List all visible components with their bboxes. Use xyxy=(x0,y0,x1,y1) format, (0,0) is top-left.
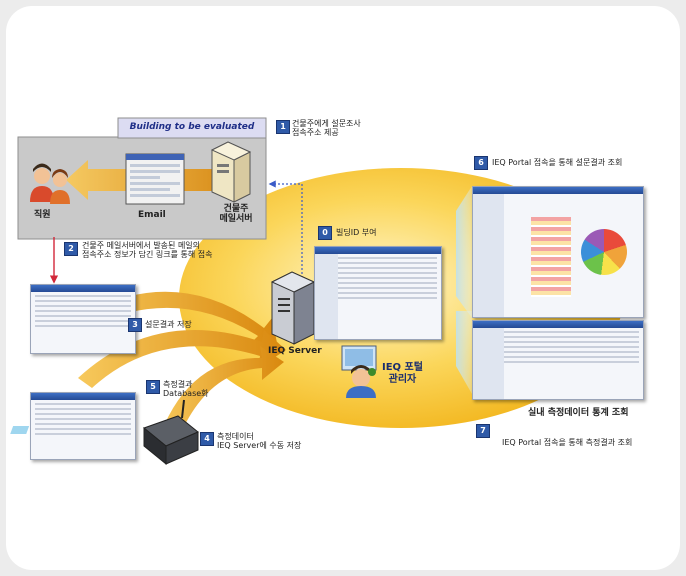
staff-label: 직원 xyxy=(34,210,51,220)
staff-people-graphic xyxy=(30,163,70,204)
survey-pie xyxy=(581,229,627,275)
owner-server-label-line2: 메일서버 xyxy=(219,214,253,225)
step-0-badge: 0 xyxy=(318,226,332,240)
building-box-header xyxy=(117,117,267,139)
step-7-badge: 7 xyxy=(476,424,490,438)
step-4-line1: 측정데이터 xyxy=(217,432,254,441)
portal-admin-label-line2: 관리자 xyxy=(388,373,417,385)
ieq-server-label: IEQ Server xyxy=(268,346,322,356)
portal-stats-screenshot xyxy=(472,320,644,400)
ieq-server-graphic xyxy=(270,271,316,345)
step-5-text: 측정결과 Database화 xyxy=(163,380,209,398)
step-0-text: 빌딩ID 부여 xyxy=(336,228,377,237)
step-6-text: IEQ Portal 접속을 통해 설문결과 조회 xyxy=(492,158,623,167)
survey-bars xyxy=(531,217,571,297)
step-2-line2: 접속주소 정보가 담긴 링크를 통해 접속 xyxy=(82,250,213,260)
email-window-graphic xyxy=(125,153,185,205)
step-5-line1: 측정결과 xyxy=(163,380,193,389)
email-label: Email xyxy=(138,210,166,220)
step-2-badge: 2 xyxy=(64,242,78,256)
step-2-line1: 건물주 메일서버에서 발송된 메일의 xyxy=(82,241,201,250)
step-4-line2: IEQ Server에 수동 저장 xyxy=(217,441,302,451)
owner-server-label-line1: 건물주 xyxy=(223,204,249,214)
portal-survey-screenshot xyxy=(472,186,644,318)
measurement-device-graphic xyxy=(10,399,199,466)
step-1-line2: 접속주소 제공 xyxy=(292,128,339,138)
diagram-canvas: Building to be evaluated 직원 Email 건물주 메일… xyxy=(6,6,680,570)
portal-admin-label-line1: IEQ 포털 xyxy=(382,362,423,373)
step-7-text: IEQ Portal 접속을 통해 측정결과 조회 xyxy=(502,438,633,447)
step-3-badge: 3 xyxy=(128,318,142,332)
step-2-text: 건물주 메일서버에서 발송된 메일의 접속주소 정보가 담긴 링크를 통해 접속 xyxy=(82,241,212,259)
step-4-badge: 4 xyxy=(200,432,214,446)
portal-admin-label: IEQ 포털 관리자 xyxy=(382,362,423,385)
step-5-line2: Database화 xyxy=(163,389,209,399)
indoor-stats-caption: 실내 측정데이터 통계 조회 xyxy=(528,408,629,418)
measurement-data-screenshot xyxy=(30,392,136,460)
building-id-screenshot xyxy=(314,246,442,340)
survey-result-screenshot xyxy=(30,284,136,354)
portal-admin-graphic xyxy=(341,345,377,398)
step1-dotted-arrow xyxy=(268,180,303,290)
step-4-text: 측정데이터 IEQ Server에 수동 저장 xyxy=(217,432,301,450)
step-5-badge: 5 xyxy=(146,380,160,394)
building-box-title: Building to be evaluated xyxy=(129,122,255,132)
step-1-line1: 건물주에게 설문조사 xyxy=(292,119,361,128)
step-1-badge: 1 xyxy=(276,120,290,134)
step-3-text: 설문결과 저장 xyxy=(145,320,192,329)
beam-to-stats xyxy=(456,311,472,394)
beam-to-survey xyxy=(456,186,472,318)
mail-server-graphic xyxy=(210,141,252,203)
step-6-badge: 6 xyxy=(474,156,488,170)
step-1-text: 건물주에게 설문조사 접속주소 제공 xyxy=(292,119,361,137)
owner-server-label: 건물주 메일서버 xyxy=(214,204,258,225)
